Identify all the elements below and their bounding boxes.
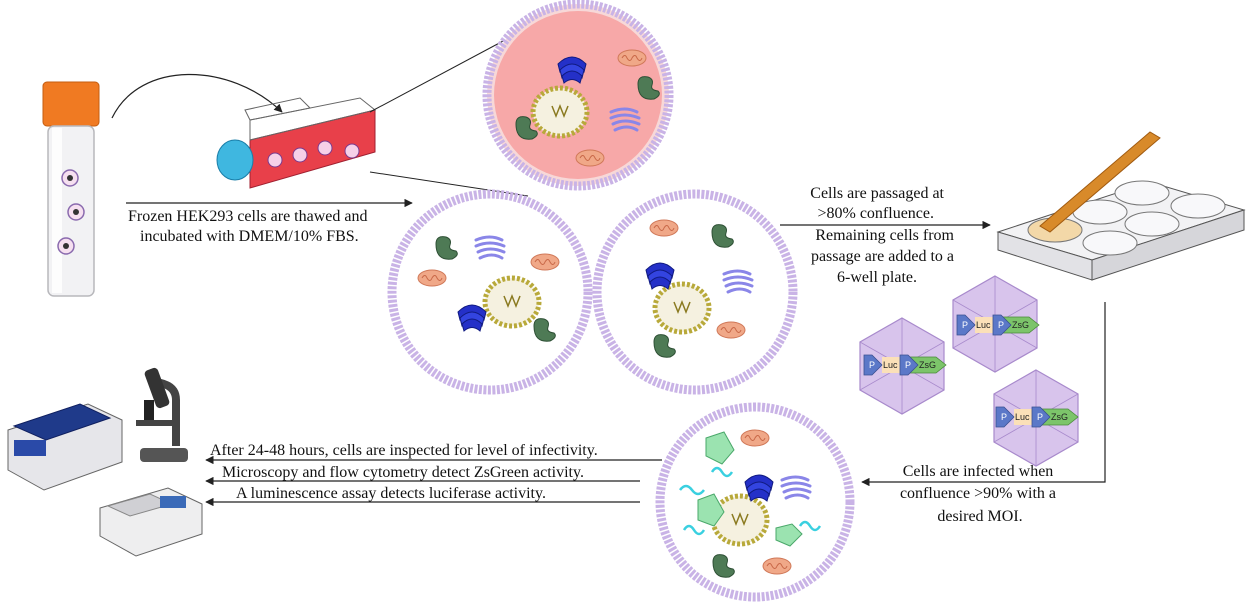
inspect-caption: After 24-48 hours, cells are inspected f… [210, 442, 598, 459]
culture-flask [216, 97, 377, 189]
microscopy-caption: Microscopy and flow cytometry detect ZsG… [222, 464, 584, 481]
luc-label-3: Luc [1015, 412, 1030, 422]
thaw-curve-arrow [111, 73, 283, 119]
thaw-caption-line-2: incubated with DMEM/10% FBS. [140, 228, 359, 245]
plate-reader [99, 487, 203, 557]
arrow-infect [861, 302, 1106, 487]
zoom-line-upper [369, 39, 506, 113]
construct-1: P Luc P ZsG [863, 354, 947, 376]
cell-left [387, 189, 593, 395]
luc-label-2: Luc [976, 320, 991, 330]
microscope [136, 367, 188, 462]
luminescence-caption: A luminescence assay detects luciferase … [236, 485, 546, 502]
construct-3: P Luc P ZsG [995, 406, 1079, 428]
zsg-label-2: ZsG [1012, 320, 1029, 330]
infect-caption-line-3: desired MOI. [937, 508, 1022, 525]
construct-2: P Luc P ZsG [956, 314, 1040, 336]
passage-caption-line-5: 6-well plate. [837, 269, 917, 286]
infect-caption-line-2: confluence >90% with a [900, 485, 1056, 502]
passage-caption-line-2: >80% confluence. [817, 205, 934, 222]
promoter-label-3b: P [1037, 412, 1043, 422]
cell-right [592, 189, 798, 395]
infect-caption: Cells are infected when confluence >90% … [900, 463, 1060, 525]
pipette [1039, 131, 1161, 233]
zsg-label-3: ZsG [1051, 412, 1068, 422]
spectrophotometer [7, 403, 123, 491]
infect-caption-line-1: Cells are infected when [903, 463, 1054, 480]
thaw-caption: Frozen HEK293 cells are thawed and incub… [128, 208, 371, 245]
zsg-label-1: ZsG [919, 360, 936, 370]
zoomed-cell [482, 0, 674, 191]
thaw-caption-line-1: Frozen HEK293 cells are thawed and [128, 208, 367, 225]
passage-caption: Cells are passaged at >80% confluence. R… [810, 185, 958, 286]
frozen-vial [42, 81, 100, 297]
promoter-label-3a: P [1001, 412, 1007, 422]
luc-label-1: Luc [883, 360, 898, 370]
passage-caption-line-4: passage are added to a [811, 248, 954, 265]
promoter-label-2b: P [998, 320, 1004, 330]
infected-cell [655, 402, 855, 602]
promoter-label-1b: P [905, 360, 911, 370]
passage-caption-line-1: Cells are passaged at [810, 185, 944, 202]
promoter-label-2a: P [962, 320, 968, 330]
promoter-label-1a: P [869, 360, 875, 370]
passage-caption-line-3: Remaining cells from [815, 227, 954, 244]
six-well-plate [996, 180, 1246, 281]
